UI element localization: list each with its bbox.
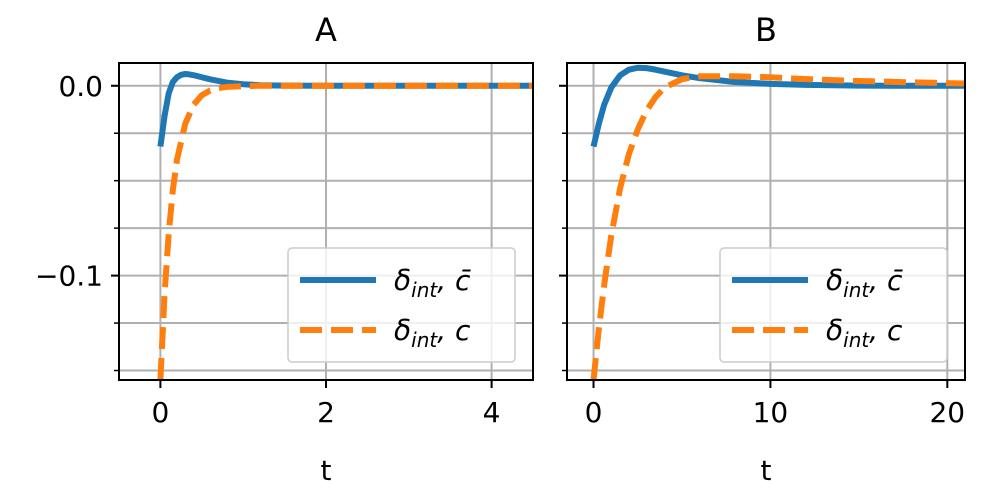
legend-label-subscript: int [411, 328, 438, 352]
y-tick-label: 0.0 [58, 70, 103, 103]
legend-label: δint, c̄ [394, 264, 472, 302]
x-tick-label: 0 [585, 396, 603, 429]
x-axis-label: t [761, 454, 772, 487]
y-tick-label: −0.1 [35, 260, 103, 293]
legend-box [719, 247, 948, 363]
legend-label-tail: , c̄ [869, 264, 903, 297]
legend-label-subscript: int [843, 278, 870, 302]
legend-label-symbol: δ [394, 314, 411, 347]
x-tick-label: 2 [317, 396, 335, 429]
legend: δint, c̄δint, c [287, 247, 516, 363]
legend-box [287, 247, 516, 363]
chart-title: A [315, 11, 337, 49]
series-group [590, 64, 965, 380]
x-tick-label: 0 [151, 396, 169, 429]
legend-label-tail: , c [437, 314, 471, 347]
legend-label: δint, c [394, 314, 471, 352]
series-group [157, 71, 533, 380]
x-tick-label: 10 [753, 396, 789, 429]
series-line-c-bar [590, 64, 965, 148]
legend-label-subscript: int [843, 328, 870, 352]
legend-label-subscript: int [411, 278, 438, 302]
series-line-c [157, 82, 533, 380]
series-line-c [590, 73, 965, 380]
legend: δint, c̄δint, c [719, 247, 948, 363]
legend-label: δint, c̄ [826, 264, 904, 302]
x-tick-label: 20 [929, 396, 965, 429]
plot-frame [566, 62, 966, 381]
x-tick-label: 4 [483, 396, 501, 429]
legend-label: δint, c [826, 314, 903, 352]
legend-label-tail: , c [869, 314, 903, 347]
x-axis-label: t [321, 454, 332, 487]
legend-label-symbol: δ [826, 314, 843, 347]
legend-label-tail: , c̄ [437, 264, 471, 297]
legend-label-symbol: δ [826, 264, 843, 297]
chart-title: B [755, 11, 777, 49]
legend-label-symbol: δ [394, 264, 411, 297]
